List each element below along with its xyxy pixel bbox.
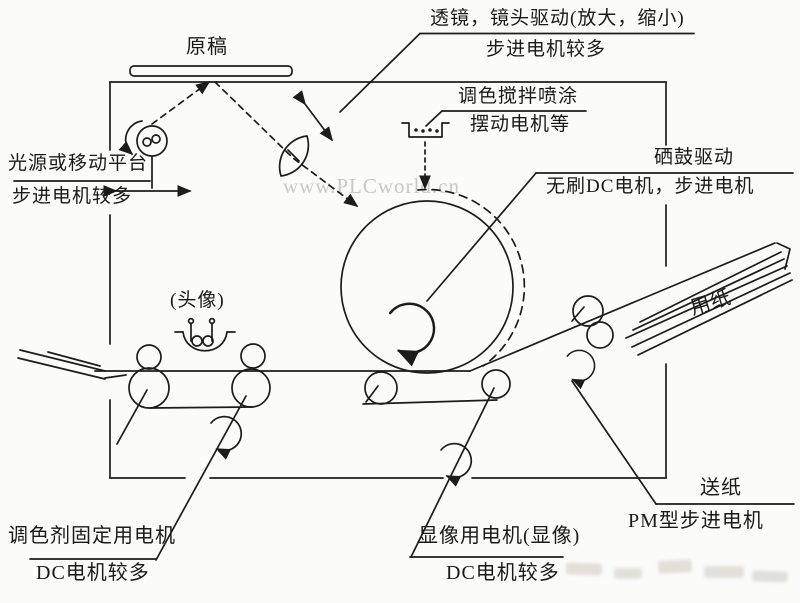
label-paper-feed: 送纸 [700, 477, 742, 499]
label-light-source: 光源或移动平台 [8, 153, 149, 174]
label-light-source-motor-type: 步进电机较多 [12, 186, 133, 207]
heater-coil-icon [174, 317, 236, 352]
label-toner-fix-motor-type: DC电机较多 [36, 562, 150, 584]
label-fuser-head: (头像) [170, 290, 225, 311]
photosensitive-drum-icon [340, 188, 526, 374]
paper-transport-path [17, 242, 793, 409]
rotation-arrow-icon [210, 415, 243, 460]
label-drum-drive: 硒鼓驱动 [652, 147, 737, 169]
label-developer-motor-type: DC电机较多 [446, 562, 560, 584]
feed-roller-icon [572, 295, 604, 327]
label-toner-fix-motor: 调色剂固定用电机 [8, 525, 176, 547]
document-bar-icon [129, 65, 293, 77]
machine-frame [109, 81, 667, 479]
lens-icon [278, 90, 334, 177]
fuser-pinch-roller-icon [136, 344, 162, 370]
fuser-roller-icon [128, 367, 170, 409]
label-developer-motor: 显像用电机(显像) [418, 525, 581, 547]
fuser-pinch-roller-icon [240, 343, 266, 369]
light-ray-path [151, 80, 431, 208]
label-lens-drive: 透镜，镜头驱动(放大，缩小) [430, 8, 685, 29]
label-lens-motor-type: 步进电机较多 [486, 39, 607, 60]
toner-hopper-icon [401, 122, 450, 138]
paper-stack-icon [625, 242, 793, 356]
rotation-arrow-icon [388, 302, 436, 367]
lamp-coil-icon [103, 120, 192, 197]
move-double-arrow-icon [292, 90, 334, 142]
rotation-arrows [210, 302, 596, 487]
rotation-arrow-icon [440, 442, 473, 487]
rotation-arrow-icon [566, 349, 596, 390]
developer-roller-icon [481, 369, 511, 399]
leader-lines [13, 32, 795, 561]
fuser-roller-icon [231, 368, 271, 408]
developer-roller-icon [364, 371, 398, 405]
label-toner-spray: 调色搅拌喷涂 [458, 86, 579, 107]
feed-roller-icon [586, 321, 614, 349]
label-drum-motor-type: 无刷DC电机，步进电机 [544, 176, 757, 198]
label-paper-feed-motor-type: PM型步进电机 [628, 510, 764, 532]
label-original-document: 原稿 [186, 36, 228, 58]
rollers [128, 295, 614, 409]
label-toner-spray-motor-type: 摆动电机等 [470, 114, 571, 135]
